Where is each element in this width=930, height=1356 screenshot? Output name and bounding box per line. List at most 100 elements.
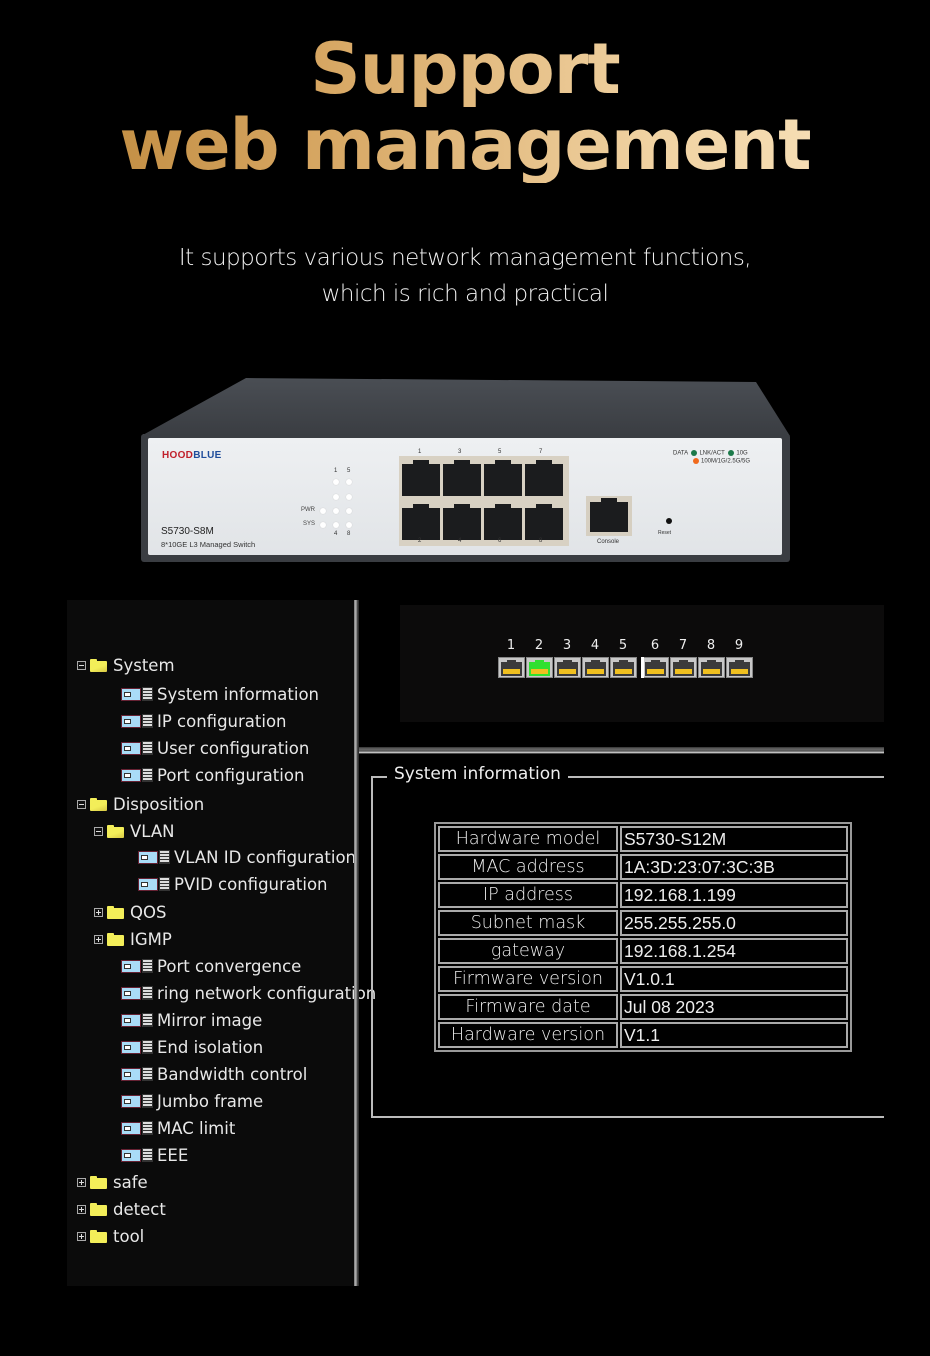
info-value: V1.0.1 — [620, 966, 848, 992]
switch-front-panel: HOODBLUE S5730-S8M 8*10GE L3 Managed Swi… — [148, 438, 782, 555]
tree-item-label: IGMP — [130, 929, 172, 949]
tree-item-qos[interactable]: QOS — [94, 900, 166, 924]
tree-item-ring-network-configuration[interactable]: ring network configuration — [121, 981, 376, 1005]
info-key: Hardware model — [438, 826, 618, 852]
page-icon — [121, 1067, 153, 1081]
tree-item-label: Disposition — [113, 794, 205, 814]
info-key: Subnet mask — [438, 910, 618, 936]
tree-item-label: Mirror image — [157, 1010, 263, 1030]
port-label-top: 3 — [458, 449, 462, 455]
tree-item-vlan-id-configuration[interactable]: VLAN ID configuration — [138, 845, 356, 869]
page-icon — [121, 986, 153, 1000]
expand-icon[interactable] — [77, 1231, 86, 1241]
port-number: 3 — [562, 638, 572, 653]
info-value: 255.255.255.0 — [620, 910, 848, 936]
port-number: 7 — [678, 638, 688, 653]
tree-item-label: System — [113, 655, 175, 675]
tree-item-vlan[interactable]: VLAN — [94, 819, 175, 843]
legend-10g-label: 10G — [736, 450, 748, 457]
console-port — [586, 496, 632, 536]
port-icon-active[interactable] — [526, 657, 553, 678]
device-description: 8*10GE L3 Managed Switch — [161, 540, 256, 549]
port-icon[interactable] — [670, 657, 697, 678]
tree-item-end-isolation[interactable]: End isolation — [121, 1035, 263, 1059]
led-indicator — [346, 479, 352, 485]
folder-open-icon — [90, 658, 107, 672]
port-label-bottom: 6 — [498, 538, 502, 544]
tree-item-label: User configuration — [157, 738, 310, 758]
info-value: 1A:3D:23:07:3C:3B — [620, 854, 848, 880]
port-label-top: 1 — [418, 449, 422, 455]
port-icon[interactable] — [582, 657, 609, 678]
expand-icon[interactable] — [94, 934, 103, 944]
tree-item-jumbo-frame[interactable]: Jumbo frame — [121, 1089, 263, 1113]
tree-item-safe[interactable]: safe — [77, 1170, 148, 1194]
collapse-icon[interactable] — [77, 799, 86, 809]
tree-item-ip-configuration[interactable]: IP configuration — [121, 709, 287, 733]
info-key: Hardware version — [438, 1022, 618, 1048]
tree-item-user-configuration[interactable]: User configuration — [121, 736, 309, 760]
tree-item-mirror-image[interactable]: Mirror image — [121, 1008, 262, 1032]
port-number: 8 — [706, 638, 716, 653]
port-icon[interactable] — [726, 657, 753, 678]
ethernet-port — [484, 460, 522, 496]
port-label-bottom: 2 — [418, 538, 422, 544]
tree-item-mac-limit[interactable]: MAC limit — [121, 1116, 235, 1140]
tree-item-igmp[interactable]: IGMP — [94, 927, 172, 951]
console-label: Console — [597, 539, 620, 545]
tree-item-label: IP configuration — [157, 711, 287, 731]
tree-item-bandwidth-control[interactable]: Bandwidth control — [121, 1062, 307, 1086]
collapse-icon[interactable] — [77, 660, 86, 670]
collapse-icon[interactable] — [94, 826, 103, 836]
brand-part1: HOOD — [162, 450, 194, 461]
port-number: 2 — [534, 638, 544, 653]
tree-item-port-configuration[interactable]: Port configuration — [121, 763, 304, 787]
led-legend: DATA LNK/ACT 10G — [673, 450, 748, 457]
tree-item-pvid-configuration[interactable]: PVID configuration — [138, 872, 328, 896]
tree-item-system[interactable]: System — [77, 653, 175, 677]
tree-item-label: Jumbo frame — [157, 1091, 264, 1111]
legend-green-dot — [691, 450, 698, 456]
hero-subtitle-line1: It supports various network management f… — [178, 245, 752, 271]
tree-item-label: PVID configuration — [174, 874, 328, 894]
sys-label: SYS — [303, 521, 316, 527]
brand-logo: HOODBLUE — [162, 450, 222, 461]
switch-top-cover — [141, 378, 790, 436]
system-info-group — [371, 776, 884, 1118]
tree-item-eee[interactable]: EEE — [121, 1143, 188, 1167]
expand-icon[interactable] — [94, 907, 103, 917]
page-icon — [121, 1148, 153, 1162]
port-label-top: 5 — [498, 449, 502, 455]
expand-icon[interactable] — [77, 1204, 86, 1214]
page-icon — [138, 877, 170, 891]
legend-data-label: DATA — [673, 450, 688, 457]
tree-item-label: QOS — [130, 902, 167, 922]
tree-item-port-convergence[interactable]: Port convergence — [121, 954, 301, 978]
port-number: 1 — [506, 638, 516, 653]
page-icon — [121, 1013, 153, 1027]
tree-item-disposition[interactable]: Disposition — [77, 792, 204, 816]
port-number: 6 — [650, 638, 660, 653]
port-icon[interactable] — [610, 657, 637, 678]
tree-splitter[interactable] — [354, 600, 359, 1286]
info-key: Firmware date — [438, 994, 618, 1020]
reset-label: Reset — [658, 530, 672, 536]
port-icon[interactable] — [698, 657, 725, 678]
port-icon[interactable] — [498, 657, 525, 678]
tree-item-label: safe — [113, 1172, 148, 1192]
tree-item-label: EEE — [157, 1145, 189, 1165]
hero-title-line1: Support — [0, 31, 930, 107]
port-icon[interactable] — [642, 657, 669, 678]
folder-icon — [90, 1229, 107, 1243]
tree-item-tool[interactable]: tool — [77, 1224, 144, 1248]
tree-item-detect[interactable]: detect — [77, 1197, 166, 1221]
expand-icon[interactable] — [77, 1177, 86, 1187]
tree-item-system-information[interactable]: System information — [121, 682, 319, 706]
tree-item-label: MAC limit — [157, 1118, 236, 1138]
port-icon[interactable] — [554, 657, 581, 678]
info-key: IP address — [438, 882, 618, 908]
